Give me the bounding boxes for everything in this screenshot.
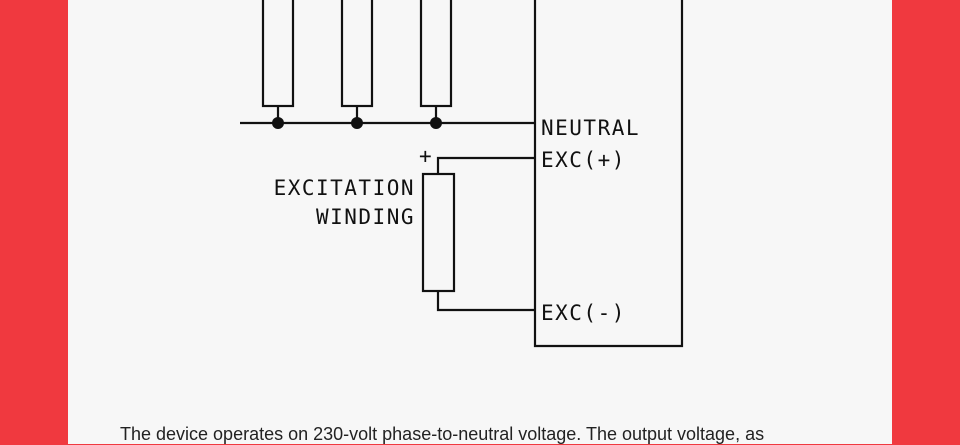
junction-dot-2 xyxy=(351,117,363,129)
exc-minus-wire xyxy=(436,291,535,312)
diagram-panel xyxy=(68,0,892,444)
device-box xyxy=(533,0,684,348)
neutral-label: NEUTRAL xyxy=(541,116,640,140)
phase-winding-1 xyxy=(261,0,295,108)
exc-minus-label: EXC(-) xyxy=(541,301,626,325)
junction-dot-1 xyxy=(272,117,284,129)
excitation-label: EXCITATION xyxy=(274,176,415,200)
exc-plus-wire xyxy=(436,156,535,174)
phase-winding-2 xyxy=(340,0,374,108)
winding-label: WINDING xyxy=(316,205,415,229)
excitation-winding xyxy=(421,172,456,293)
exc-plus-label: EXC(+) xyxy=(541,148,626,172)
caption-text: The device operates on 230-volt phase-to… xyxy=(120,424,765,444)
phase-winding-3 xyxy=(419,0,453,108)
right-red-border xyxy=(892,0,960,444)
left-red-border xyxy=(0,0,68,444)
junction-dot-3 xyxy=(430,117,442,129)
plus-sign-label: + xyxy=(419,144,433,168)
